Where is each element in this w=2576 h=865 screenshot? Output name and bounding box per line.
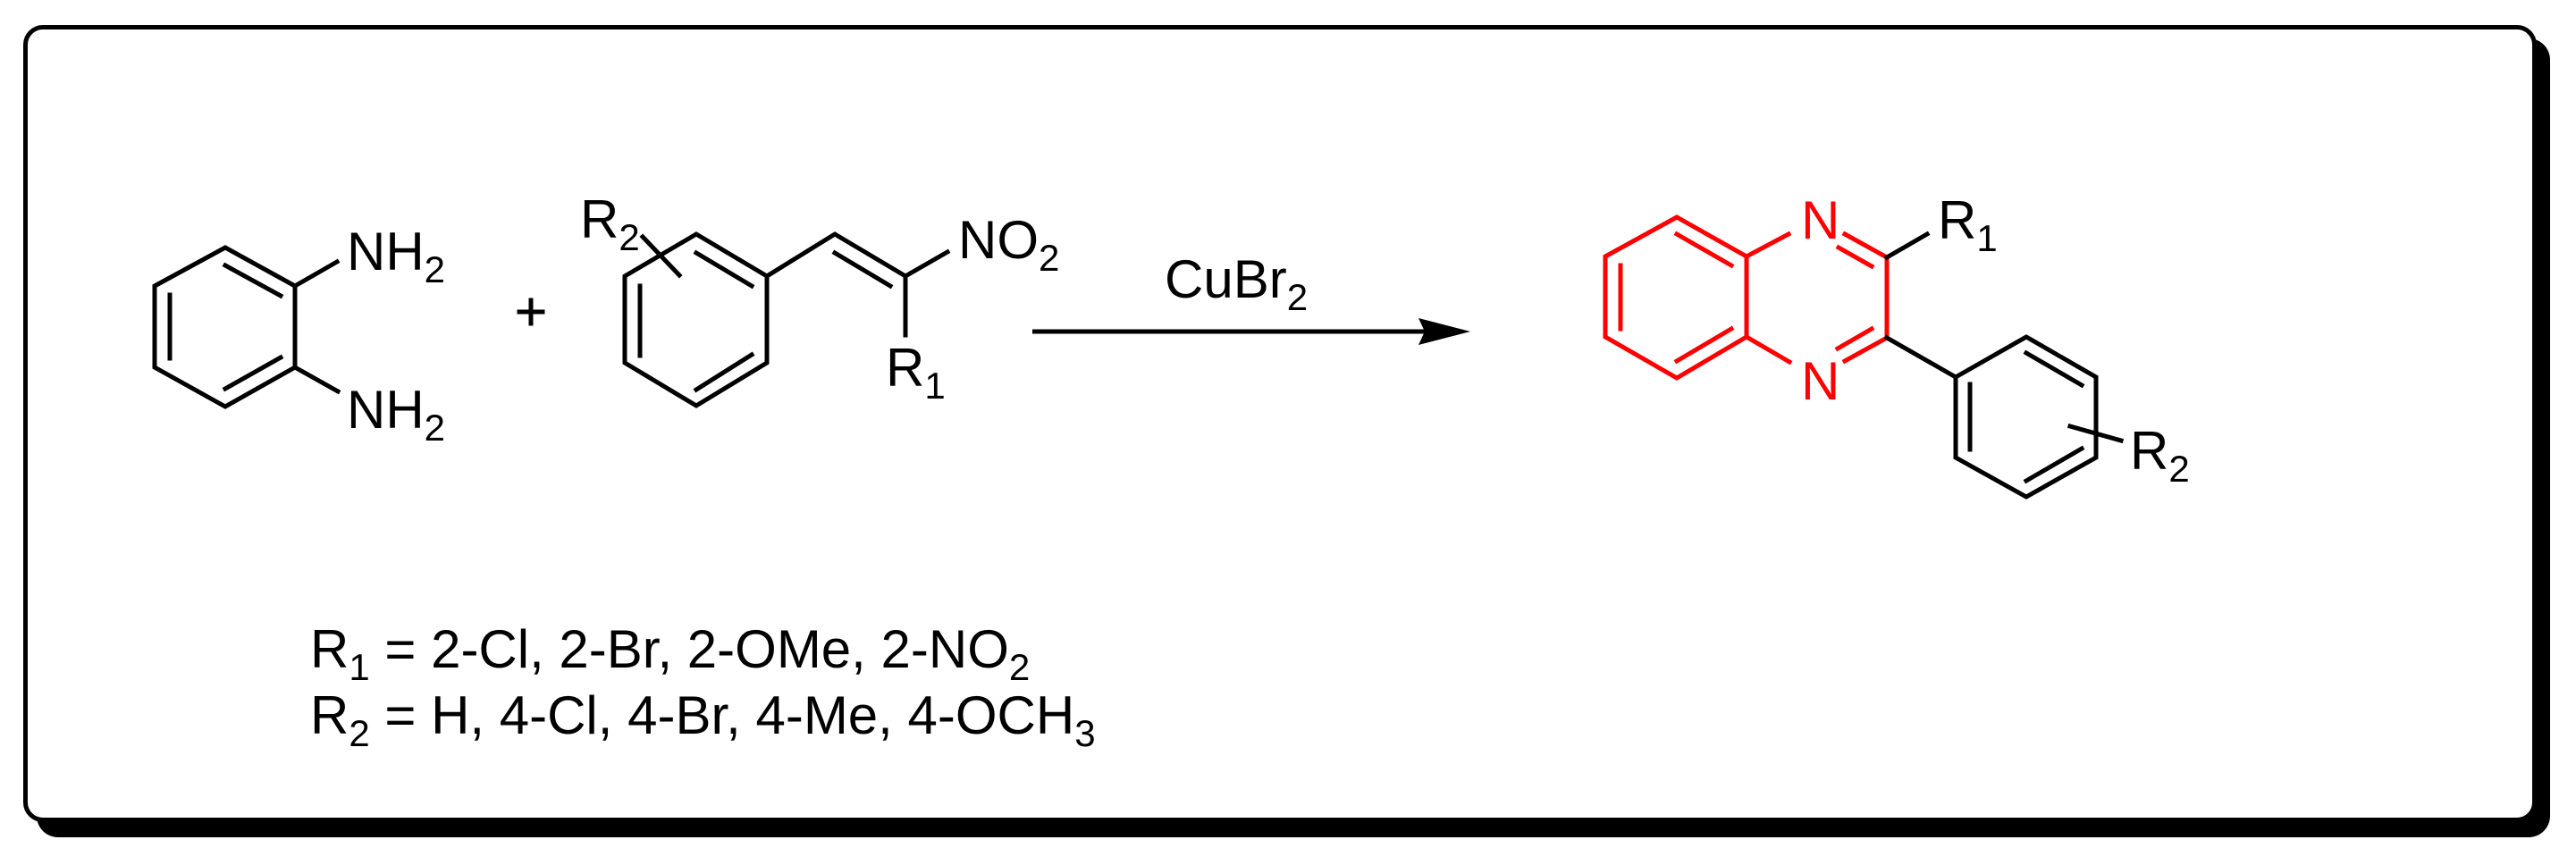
r1-values: = 2-Cl, 2-Br, 2-OMe, 2-NO	[369, 619, 1009, 679]
r2-values-subscript: 3	[1074, 712, 1096, 754]
reagent-label: CuBr2	[1165, 249, 1308, 318]
reactant-o-phenylenediamine: NH2 NH2	[152, 222, 445, 449]
product-r2-label: R2	[2130, 421, 2190, 490]
r1-symbol-subscript: 1	[349, 646, 370, 688]
plus-sign	[517, 298, 545, 326]
r2-values: = H, 4-Cl, 4-Br, 4-Me, 4-OCH	[369, 685, 1075, 745]
r1-definition: R1 = 2-Cl, 2-Br, 2-OMe, 2-NO2	[310, 623, 1030, 686]
nitrogen-bottom: N	[1801, 351, 1839, 411]
aryl-ring	[622, 231, 770, 408]
quinoxaline-core: N N	[1603, 190, 1890, 411]
r2-symbol-subscript: 2	[349, 712, 370, 754]
r2-symbol: R	[310, 685, 349, 745]
benzene-ring	[152, 245, 298, 409]
nitro-group-label: NO2	[958, 210, 1059, 279]
reaction-arrow: CuBr2	[1032, 249, 1470, 345]
bond-to-nh2-top	[291, 258, 341, 290]
bond-to-r1	[1883, 231, 1931, 261]
amine-group-bottom: NH2	[347, 380, 445, 449]
reactant-nitrostyrene: R2 NO2 R1	[580, 189, 1059, 408]
nitrogen-top: N	[1801, 190, 1839, 250]
r2-label: R2	[580, 189, 640, 258]
amine-group-top: NH2	[347, 222, 445, 290]
r1-values-subscript: 2	[1008, 646, 1031, 688]
r2-attachment-tick	[639, 233, 683, 279]
r1-label: R1	[886, 338, 946, 407]
bond-to-aryl	[1883, 334, 1959, 381]
bond-to-nh2-bottom	[291, 364, 341, 395]
product-r1-label: R1	[1938, 190, 1998, 259]
vinyl-chain	[763, 231, 951, 338]
scheme-frame	[23, 25, 2537, 822]
r2-attachment-tick	[2067, 423, 2125, 444]
arrowhead-icon	[1418, 318, 1470, 345]
product-aryl-ring	[1953, 334, 2099, 500]
r1-symbol: R	[310, 619, 349, 679]
r2-definition: R2 = H, 4-Cl, 4-Br, 4-Me, 4-OCH3	[310, 689, 1096, 752]
product-quinoxaline: N N R1 R2	[1603, 190, 2190, 500]
